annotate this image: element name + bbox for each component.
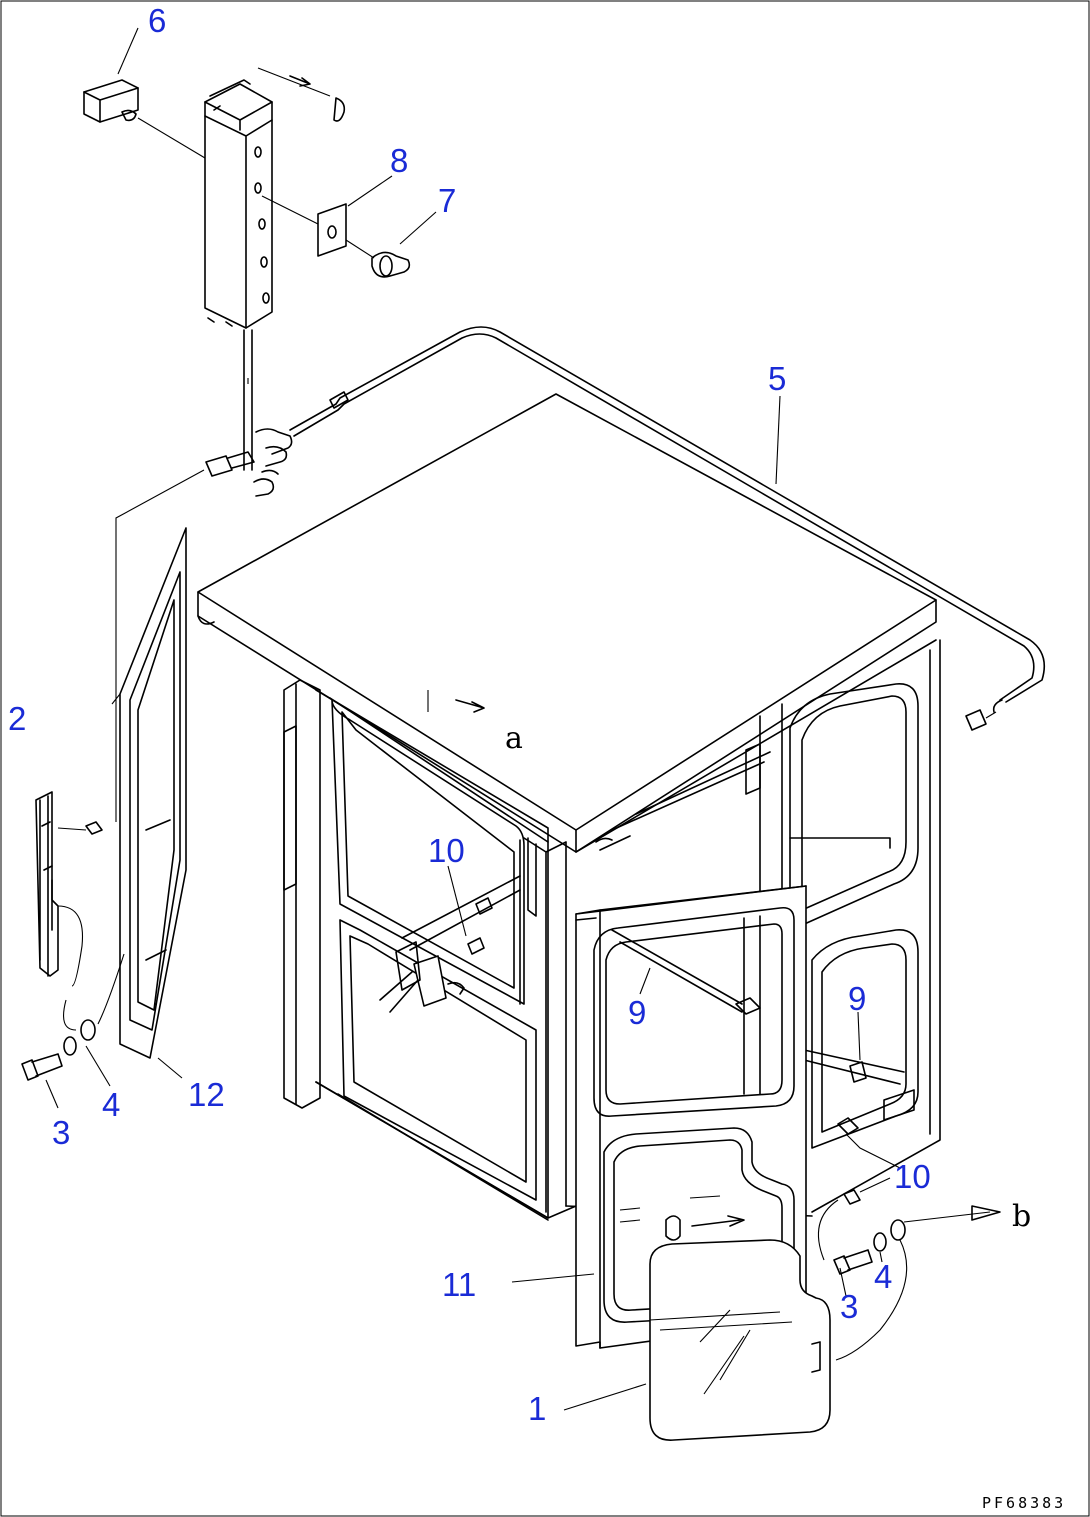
reference-arrow-a-mid: a: [427, 690, 523, 756]
part-label-9-right: 9: [848, 980, 866, 1017]
part-label-7: 7: [438, 182, 456, 219]
part-label-8: 8: [390, 142, 408, 179]
part-labels: 6 8 7 5 2 10 9 9 12 4 3 10 4 11 3 1: [8, 2, 931, 1427]
part-label-1: 1: [528, 1390, 546, 1427]
leader-lines: [45, 27, 901, 1411]
cab-frame: [283, 639, 941, 1221]
part-label-4-left: 4: [102, 1086, 120, 1123]
ref-letter-b: b: [1012, 1199, 1031, 1234]
ref-letter-a-mid: a: [505, 721, 523, 756]
part-label-3-right: 3: [840, 1288, 858, 1325]
part-label-9-door: 9: [628, 994, 646, 1031]
part-label-5: 5: [768, 360, 786, 397]
part-2-side-element: [35, 791, 103, 987]
part-5-harness: [289, 326, 1046, 731]
connector-cluster: [205, 428, 293, 497]
reference-arrow-a-top: [257, 67, 346, 122]
part-label-4-right: 4: [874, 1258, 892, 1295]
part-7-knob: [345, 239, 411, 278]
part-label-3-left: 3: [52, 1114, 70, 1151]
part-6-block: [83, 79, 206, 159]
part-label-10-right: 10: [894, 1158, 931, 1195]
door-arrow: [691, 1215, 745, 1227]
part-label-6: 6: [148, 2, 166, 39]
part-1-glass: [649, 1239, 831, 1441]
part-label-10-left: 10: [428, 832, 465, 869]
cab-roof: [197, 393, 937, 853]
part-8-plate: [261, 195, 347, 257]
left-bolt-washer: [21, 953, 125, 1081]
part-label-11: 11: [442, 1266, 476, 1303]
harness-leader-left: [115, 469, 205, 822]
upper-column-bracket: [204, 79, 273, 471]
part-11-door: [575, 885, 807, 1349]
part-label-2: 2: [8, 700, 26, 737]
part-label-12: 12: [188, 1076, 225, 1113]
right-bolt-washer: b: [817, 1177, 1031, 1361]
part-12-seal: [111, 527, 187, 1059]
figure-code: PF68383: [982, 1494, 1066, 1512]
